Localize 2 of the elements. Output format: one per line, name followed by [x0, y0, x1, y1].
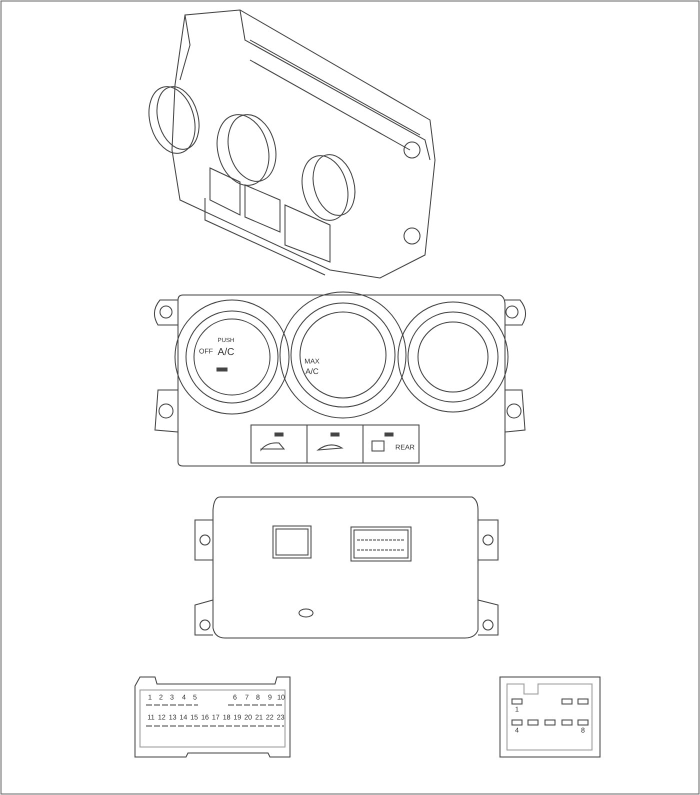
- dial-label: A/C: [305, 368, 319, 376]
- dial-label: A/C: [218, 348, 234, 358]
